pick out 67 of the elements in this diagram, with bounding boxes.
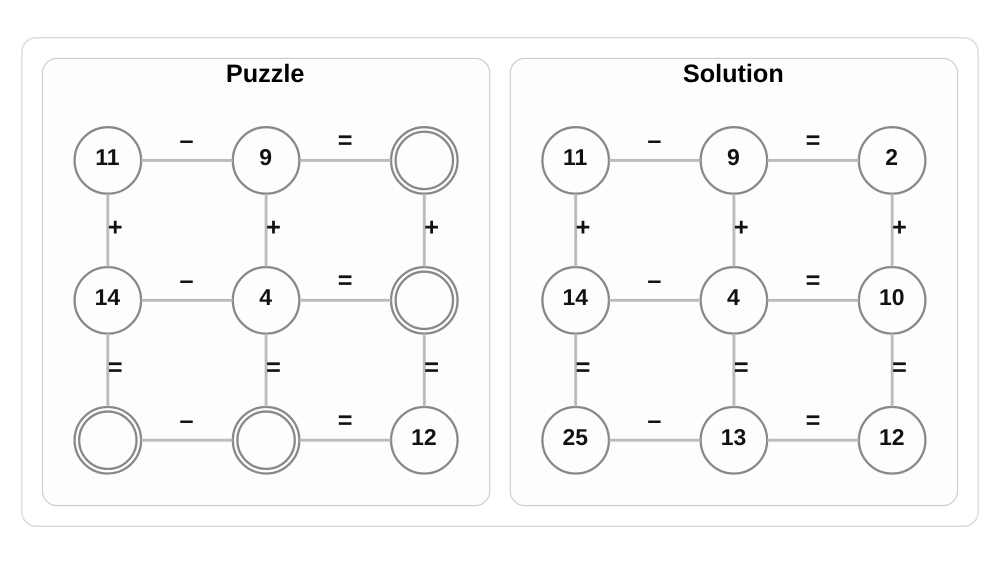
node-circle: 13 <box>700 405 768 474</box>
connector <box>106 333 110 406</box>
edge-label: = <box>338 266 352 294</box>
edge-label: – <box>180 126 194 154</box>
connector <box>732 193 736 266</box>
connector <box>890 333 894 406</box>
connector <box>890 193 894 266</box>
edge-label: – <box>180 406 194 434</box>
edge-label: + <box>266 213 281 242</box>
node-circle: 10 <box>858 265 927 334</box>
node-circle <box>390 265 459 334</box>
connector <box>609 298 700 302</box>
cluster <box>21 36 979 526</box>
connector <box>574 333 578 406</box>
node-circle <box>73 405 142 474</box>
connector <box>264 333 268 406</box>
edge-label: = <box>806 126 820 154</box>
node-circle: 14 <box>73 265 142 334</box>
edge-label: = <box>892 353 907 382</box>
edge-label: = <box>734 353 749 382</box>
connector <box>141 438 233 442</box>
edge-label: – <box>647 126 662 154</box>
edge-label: = <box>806 406 820 434</box>
connector <box>141 158 233 162</box>
connector <box>106 193 110 266</box>
edge-label: – <box>180 266 194 294</box>
edge-label: = <box>338 126 352 154</box>
connector <box>141 298 233 302</box>
connector <box>609 158 700 162</box>
edge-label: + <box>108 213 123 242</box>
edge-label: = <box>338 406 352 434</box>
connector <box>300 158 391 162</box>
connector <box>422 193 426 266</box>
connector <box>609 438 700 442</box>
edge-label: = <box>266 353 281 382</box>
node-circle: 12 <box>858 405 927 474</box>
edge-label: + <box>576 213 590 242</box>
edge-label: + <box>424 213 440 242</box>
node-circle: 12 <box>390 405 459 474</box>
connector <box>767 158 859 162</box>
node-circle: 25 <box>541 405 610 474</box>
connector <box>574 193 578 266</box>
connector <box>300 438 391 442</box>
node-circle: 11 <box>73 126 142 194</box>
connector <box>300 298 391 302</box>
edge-label: – <box>647 406 662 434</box>
edge-label: + <box>892 213 907 242</box>
edge-label: = <box>108 353 123 382</box>
edge-label: = <box>424 353 440 382</box>
edge-label: + <box>734 213 749 242</box>
edge-label: = <box>576 353 590 382</box>
node-circle: 9 <box>232 126 300 194</box>
node-circle: 14 <box>541 265 610 334</box>
connector <box>422 333 426 406</box>
node-circle <box>232 405 300 474</box>
node-circle: 9 <box>700 126 768 194</box>
node-circle: 2 <box>858 126 927 194</box>
node-circle: 11 <box>541 126 610 194</box>
connector <box>732 333 736 406</box>
edge-label: = <box>806 266 820 294</box>
node-circle <box>390 126 459 194</box>
connector <box>264 193 268 266</box>
node-circle: 4 <box>232 265 300 334</box>
node-circle: 4 <box>700 265 768 334</box>
edge-label: – <box>647 266 662 294</box>
connector <box>767 298 859 302</box>
connector <box>767 438 859 442</box>
